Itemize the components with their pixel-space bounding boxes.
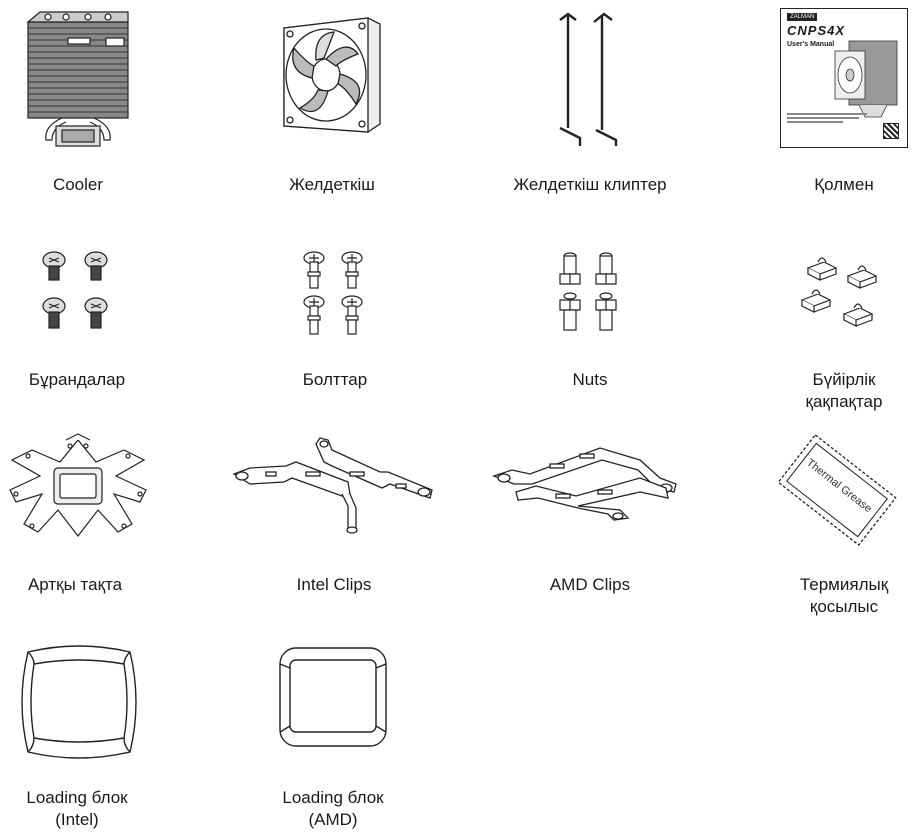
part-label-cooler: Cooler — [52, 175, 104, 194]
loading-block-amd-icon — [279, 647, 387, 747]
thermal-grease-illustration: Thermal Grease — [772, 428, 902, 552]
part-label-loading-block-amd: Loading блок (AMD) — [282, 788, 384, 829]
manual-subtitle: User's Manual — [787, 41, 835, 48]
fan-clip-wire-icon — [559, 12, 618, 146]
cooler-heatsink-icon — [26, 11, 129, 147]
side-cap-icon — [800, 257, 878, 327]
bolt-icon — [303, 251, 363, 335]
nuts-illustration — [556, 250, 622, 338]
loading-block-amd-illustration — [278, 646, 390, 750]
part-label-nuts: Nuts — [572, 370, 608, 389]
cooler-illustration — [22, 8, 134, 150]
part-label-amd-clips: AMD Clips — [549, 575, 631, 594]
part-label-loading-block-intel: Loading блок (Intel) — [26, 788, 128, 829]
backplate-illustration — [2, 432, 154, 544]
fan-icon — [283, 17, 381, 133]
nut-icon — [559, 252, 617, 331]
part-label-fan: Желдеткіш — [289, 175, 375, 194]
amd-clips-illustration — [490, 436, 688, 526]
bolts-illustration — [298, 250, 372, 338]
loading-block-intel-illustration — [14, 642, 144, 762]
screw-icon — [42, 251, 108, 329]
part-label-backplate: Артқы тақта — [27, 575, 123, 594]
part-label-bolts: Болттар — [302, 370, 368, 389]
intel-clips-illustration — [230, 432, 436, 540]
part-label-side-caps: Бүйірлік қақпақтар — [805, 370, 883, 411]
thermal-grease-packet-icon — [777, 434, 897, 546]
fan-illustration — [276, 8, 386, 138]
manual-fine-print — [787, 113, 867, 123]
part-label-manual: Қолмен — [814, 175, 874, 194]
fan-clips-illustration — [550, 10, 630, 150]
intel-mounting-clip-icon — [232, 437, 433, 534]
part-label-intel-clips: Intel Clips — [296, 575, 372, 594]
part-label-screws: Бұрандалар — [28, 370, 126, 389]
loading-block-intel-icon — [21, 645, 137, 759]
part-label-fan-clips: Желдеткіш клиптер — [513, 175, 667, 194]
amd-mounting-clip-icon — [492, 447, 677, 521]
part-label-thermal-grease: Термиялық қосылыс — [799, 575, 889, 616]
backplate-icon — [9, 433, 147, 537]
manual-brand: ZALMAN — [787, 13, 818, 21]
side-caps-illustration — [800, 252, 890, 338]
qr-code-icon — [883, 123, 899, 139]
manual-model: CNPS4X — [787, 23, 846, 38]
manual-cover: ZALMAN CNPS4X User's Manual — [780, 8, 908, 148]
screws-illustration — [38, 248, 118, 334]
manual-illustration: ZALMAN CNPS4X User's Manual — [780, 8, 908, 148]
manual-cooler-image — [834, 40, 898, 118]
